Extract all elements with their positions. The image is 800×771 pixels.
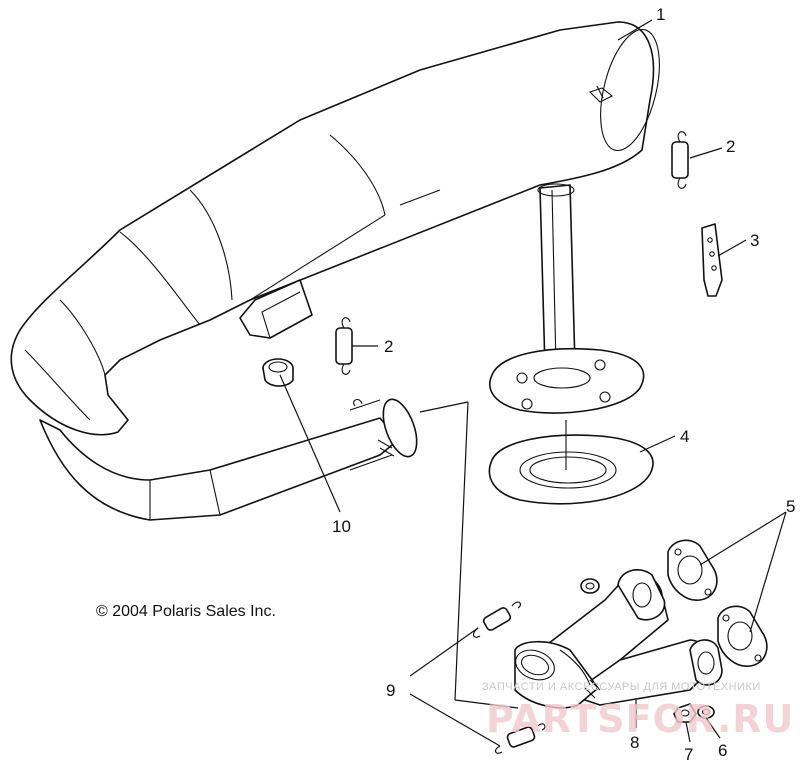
part-9-spring-upper	[472, 601, 521, 638]
callout-1: 1	[656, 5, 665, 24]
copyright-text: © 2004 Polaris Sales Inc.	[96, 603, 276, 620]
watermark-small-text: ЗАПЧАСТИ И АКСЕССУАРЫ ДЛЯ МОТОТЕХНИКИ	[482, 681, 761, 693]
part-3-bracket	[701, 223, 723, 297]
callout-2-upper: 2	[726, 137, 735, 156]
callout-10: 10	[332, 517, 351, 536]
watermark-big-text: PARTSFOR.RU	[486, 697, 794, 741]
leader-lines	[279, 19, 787, 747]
callout-7: 7	[684, 745, 693, 764]
part-1-muffler	[10, 21, 660, 521]
part-4-gasket-ring	[488, 420, 654, 505]
part-2-spring-middle	[335, 317, 353, 375]
callout-8: 8	[630, 733, 639, 752]
upper-nut	[580, 578, 600, 594]
callout-9: 9	[386, 681, 395, 700]
part-9-spring-lower	[494, 723, 546, 754]
part-5-gasket-lower	[717, 605, 768, 667]
callout-3: 3	[750, 231, 759, 250]
callout-6: 6	[718, 741, 727, 760]
callout-2-middle: 2	[384, 337, 393, 356]
part-5-gasket-upper	[667, 539, 718, 601]
part-8-y-pipe	[514, 569, 723, 709]
part-10-grommet	[262, 358, 294, 387]
callout-5: 5	[786, 497, 795, 516]
callout-4: 4	[680, 427, 689, 446]
part-2-spring-upper	[671, 131, 689, 189]
part-7-nut	[673, 703, 697, 723]
